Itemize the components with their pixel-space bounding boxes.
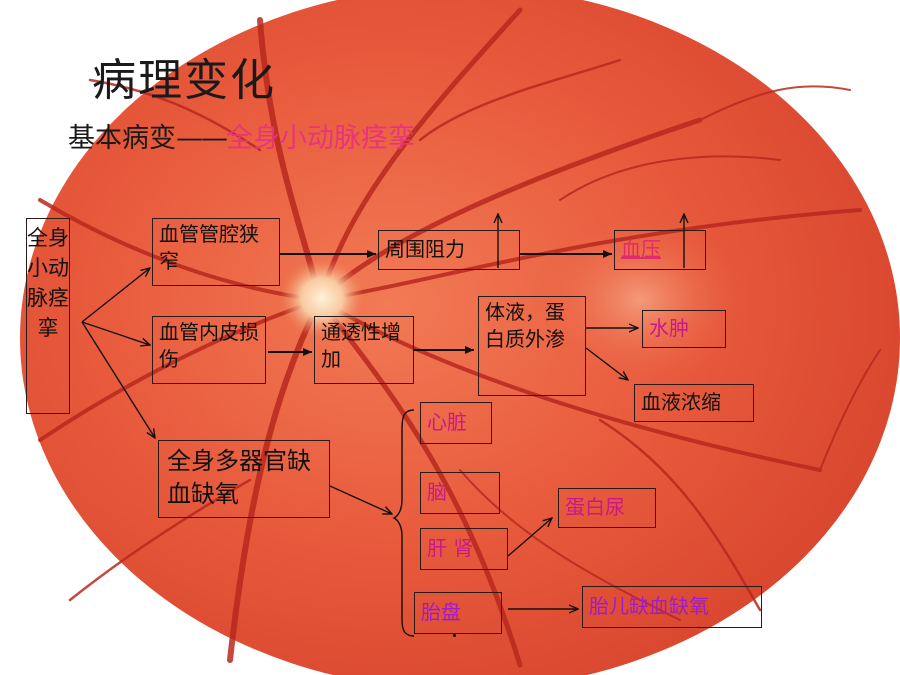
retina-shape (20, 0, 900, 675)
narrow-box: 血管管腔狭窄 (152, 218, 280, 286)
root-box: 全身小动脉痉挛 (26, 218, 70, 414)
permeability-box: 通透性增加 (314, 316, 414, 384)
heart-box: 心脏 (420, 402, 492, 444)
liver-kidney-box: 肝 肾 (420, 528, 508, 570)
resistance-box: 周围阻力 (378, 230, 520, 270)
optic-disc (280, 258, 364, 338)
fetal-box: 胎儿缺血缺氧 (582, 586, 762, 628)
ischemia-box: 全身多器官缺血缺氧 (158, 440, 330, 518)
proteinuria-box: 蛋白尿 (558, 488, 656, 528)
placenta-box: 胎盘 (414, 592, 502, 634)
fluid-box: 体液，蛋白质外渗 (478, 296, 586, 396)
edema-box: 水肿 (642, 310, 726, 348)
slide-title: 病理变化 (92, 55, 276, 106)
slide-subtitle: 基本病变——全身小动脉痉挛 (68, 116, 415, 155)
bp-box: 血压 (614, 230, 706, 270)
brain-box: 脑 (420, 472, 500, 514)
endo-box: 血管内皮损伤 (152, 316, 266, 384)
hemo-box: 血液浓缩 (634, 384, 754, 422)
stray-dot (453, 634, 456, 637)
subtitle-accent: 全身小动脉痉挛 (226, 123, 415, 154)
subtitle-prefix: 基本病变 (68, 123, 176, 154)
subtitle-dash: —— (176, 123, 228, 154)
